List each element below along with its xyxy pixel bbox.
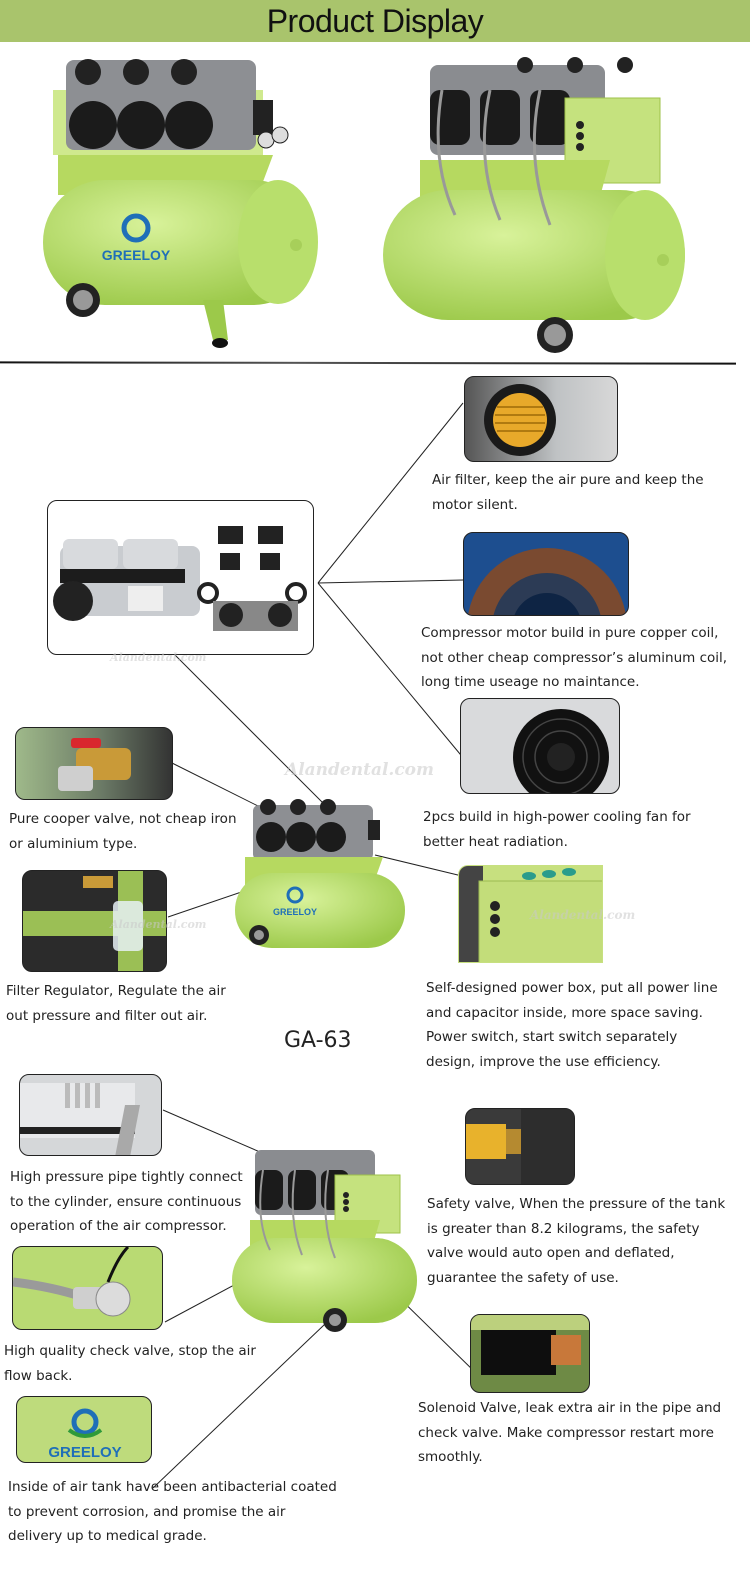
pump-exploded-view <box>47 500 314 655</box>
product-photo-back <box>383 57 685 353</box>
svg-text:GREELOY: GREELOY <box>273 907 317 917</box>
center-compressor-back-photo <box>232 1150 417 1332</box>
watermark: Alandental.com <box>530 908 636 922</box>
power-box-photo <box>458 865 603 963</box>
pressure-pipe-photo <box>19 1074 162 1156</box>
feature-caption-copper-coil: Compressor motor build in pure copper co… <box>421 625 728 690</box>
check-valve-photo <box>12 1246 163 1330</box>
center-compressor-photo: GREELOY <box>235 799 405 948</box>
callout-line-tank <box>152 1304 346 1489</box>
callout-line-copper-coil <box>317 579 464 584</box>
feature-caption-check-valve: High quality check valve, stop the air f… <box>4 1343 256 1384</box>
callout-line-cooling-fan <box>317 582 466 761</box>
feature-caption-air-filter: Air filter, keep the air pure and keep t… <box>432 472 704 513</box>
feature-caption-safety-valve: Safety valve, When the pressure of the t… <box>427 1196 726 1286</box>
model-label: GA-63 <box>284 1028 352 1053</box>
safety-valve-photo <box>465 1108 575 1185</box>
tank-logo-photo: GREELOY <box>16 1396 152 1463</box>
watermark: Alandental.com <box>110 651 207 664</box>
copper-valve-photo <box>15 727 173 800</box>
tank-brand-text: GREELOY <box>48 1444 121 1461</box>
watermark: Alandental.com <box>110 918 207 931</box>
feature-caption-power-box: Self-designed power box, put all power l… <box>426 980 718 1070</box>
watermark: Alandental.com <box>285 760 435 780</box>
product-photo-front: GREELOY <box>43 59 318 348</box>
section-header: Product Display <box>0 0 750 42</box>
feature-caption-filter-regulator: Filter Regulator, Regulate the air out p… <box>6 983 226 1024</box>
solenoid-valve-photo <box>470 1314 590 1393</box>
feature-caption-solenoid-valve: Solenoid Valve, leak extra air in the pi… <box>418 1400 722 1465</box>
copper-coil-photo <box>463 532 629 616</box>
section-title: Product Display <box>266 2 484 39</box>
feature-caption-pressure-pipe: High pressure pipe tightly connect to th… <box>10 1169 243 1234</box>
cooling-fan-photo <box>460 698 620 794</box>
callout-line-air-filter <box>317 402 464 584</box>
callout-line-copper-valve <box>171 762 263 809</box>
feature-caption-cooling-fan: 2pcs build in high-power cooling fan for… <box>423 809 691 850</box>
callout-line-power-box <box>374 854 463 877</box>
brand-logo: GREELOY <box>102 247 171 263</box>
feature-caption-antibacterial-tank: Inside of air tank have been antibacteri… <box>8 1479 337 1544</box>
filter-regulator-photo <box>22 870 167 972</box>
feature-caption-copper-valve: Pure cooper valve, not cheap iron or alu… <box>9 811 237 852</box>
air-filter-photo <box>464 376 618 462</box>
callout-line-pump <box>174 654 331 811</box>
